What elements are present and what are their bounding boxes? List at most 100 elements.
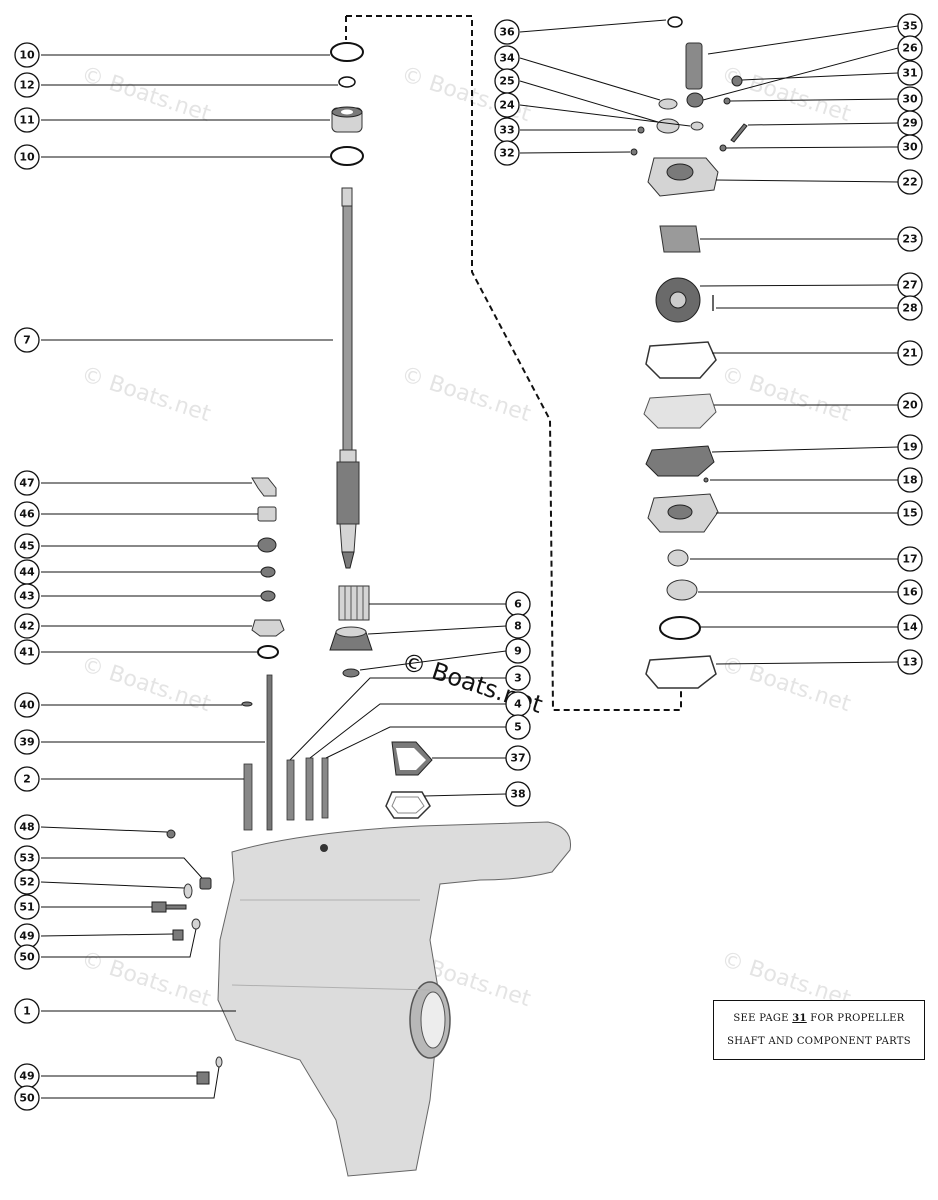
svg-text:41: 41 [19, 646, 34, 659]
svg-text:30: 30 [902, 141, 918, 154]
callout-19: 19 [897, 434, 923, 460]
part-13-gasket [645, 655, 717, 689]
callout-15: 15 [897, 500, 923, 526]
svg-text:31: 31 [902, 67, 917, 80]
callouts: 10 12 11 10 7 47 46 45 44 43 42 41 40 39… [14, 13, 923, 1111]
part-27-impeller [655, 277, 701, 323]
svg-text:47: 47 [19, 477, 34, 490]
watermark: © Boats.net [78, 362, 214, 427]
part-20-face-plate [643, 393, 717, 429]
part-30-lower-nut [719, 144, 727, 152]
callout-35: 35 [897, 13, 923, 39]
part-10-lower-shim [330, 146, 364, 166]
svg-text:30: 30 [902, 93, 918, 106]
part-15-base [647, 493, 719, 533]
part-38-gasket [385, 791, 431, 819]
part-16-oil-seal [666, 579, 698, 601]
part-32-washer [630, 148, 638, 156]
callout-37: 37 [505, 745, 531, 771]
callout-28: 28 [897, 295, 923, 321]
svg-text:1: 1 [23, 1005, 31, 1018]
part-53-screw [199, 877, 212, 890]
part-31-nut [731, 75, 743, 87]
svg-text:42: 42 [19, 620, 34, 633]
svg-text:11: 11 [19, 114, 34, 127]
part-17-seal [667, 549, 689, 567]
callout-40: 40 [14, 692, 40, 718]
part-12-retaining-ring [338, 76, 356, 88]
part-3-stud [286, 759, 295, 821]
watermark: © Boats.net [718, 652, 854, 717]
svg-text:50: 50 [19, 951, 35, 964]
callout-31: 31 [897, 60, 923, 86]
svg-text:2: 2 [23, 773, 31, 786]
svg-text:4: 4 [514, 698, 522, 711]
callout-9: 9 [505, 638, 531, 664]
callout-36: 36 [494, 19, 520, 45]
watermark: © Boats.net [78, 62, 214, 127]
svg-text:22: 22 [902, 176, 917, 189]
note-prefix: SEE PAGE [733, 1013, 789, 1024]
svg-text:49: 49 [19, 930, 34, 943]
part-9-washer [342, 668, 360, 678]
svg-text:32: 32 [499, 147, 514, 160]
callout-24: 24 [494, 92, 520, 118]
part-25-seal [656, 118, 680, 134]
callout-53: 53 [14, 845, 40, 871]
part-49-vent-screw [172, 929, 184, 941]
svg-text:13: 13 [902, 656, 917, 669]
svg-text:50: 50 [19, 1092, 35, 1105]
svg-text:40: 40 [19, 699, 35, 712]
svg-text:53: 53 [19, 852, 34, 865]
callout-4: 4 [505, 691, 531, 717]
svg-text:52: 52 [19, 876, 34, 889]
callout-10: 10 [14, 144, 40, 170]
callout-42: 42 [14, 613, 40, 639]
part-40-pin [241, 701, 253, 707]
callout-50: 50 [14, 944, 40, 970]
callout-12: 12 [14, 72, 40, 98]
svg-text:23: 23 [902, 233, 917, 246]
callout-6: 6 [505, 591, 531, 617]
callout-30: 30 [897, 134, 923, 160]
svg-text:33: 33 [499, 124, 514, 137]
svg-text:20: 20 [902, 399, 918, 412]
part-50-washer [191, 918, 201, 930]
part-8-pinion-gear [329, 626, 373, 651]
part-7-driveshaft [336, 187, 360, 569]
callout-43: 43 [14, 583, 40, 609]
watermark: © Boats.net [398, 362, 534, 427]
svg-text:25: 25 [499, 75, 514, 88]
svg-text:10: 10 [19, 151, 35, 164]
callout-23: 23 [897, 226, 923, 252]
parts [151, 16, 748, 1177]
svg-text:45: 45 [19, 540, 34, 553]
part-22-pump-housing [647, 157, 719, 197]
callout-41: 41 [14, 639, 40, 665]
callout-22: 22 [897, 169, 923, 195]
callout-46: 46 [14, 501, 40, 527]
svg-text:44: 44 [19, 566, 35, 579]
part-5-stud [321, 757, 329, 819]
svg-text:5: 5 [514, 721, 522, 734]
svg-text:15: 15 [902, 507, 917, 520]
part-23-insert [659, 225, 701, 253]
part-19-gasket [645, 445, 715, 477]
callout-49: 49 [14, 1063, 40, 1089]
part-45-bushing [257, 537, 277, 553]
callout-34: 34 [494, 45, 520, 71]
callout-32: 32 [494, 140, 520, 166]
part-49-lower-screw [196, 1071, 210, 1085]
svg-text:35: 35 [902, 20, 917, 33]
svg-text:18: 18 [902, 474, 917, 487]
svg-text:12: 12 [19, 79, 34, 92]
part-36-o-ring [667, 16, 683, 28]
watermark: © Boats.net [718, 62, 854, 127]
callout-47: 47 [14, 470, 40, 496]
svg-text:3: 3 [514, 672, 522, 685]
part-42-shift-housing [251, 619, 285, 637]
callout-8: 8 [505, 613, 531, 639]
note-page-number: 31 [792, 1013, 807, 1024]
part-46-shift-block [257, 506, 277, 522]
